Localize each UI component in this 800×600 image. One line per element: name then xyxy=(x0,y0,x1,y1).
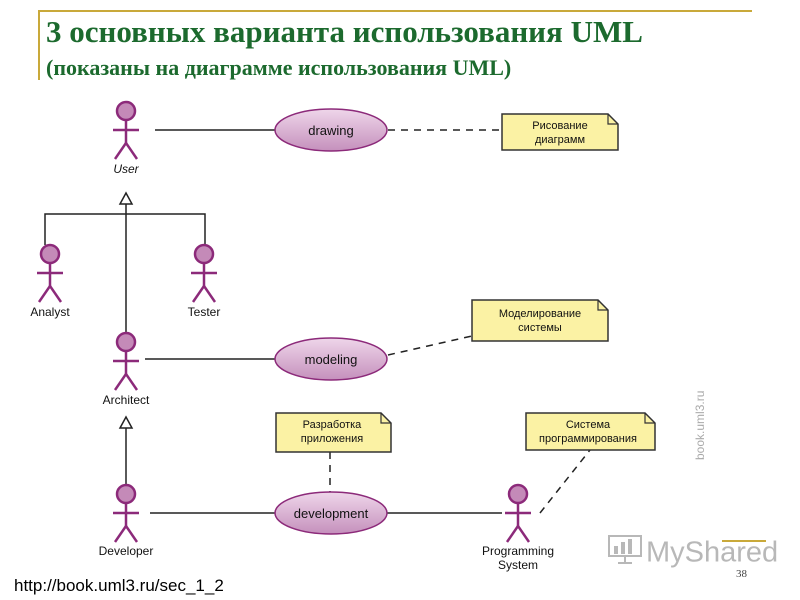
note-modeling-line1: Моделирование xyxy=(499,308,581,320)
actor-user: User xyxy=(111,100,141,176)
actor-analyst-label: Analyst xyxy=(30,305,70,319)
note-drawing: Рисование диаграмм xyxy=(501,113,619,151)
slide-title: 3 основных варианта использования UML (п… xyxy=(46,14,746,82)
actor-programming-system: Programming System xyxy=(482,483,554,572)
generalization-arrowhead-architect xyxy=(118,415,134,429)
note-link-system xyxy=(539,449,591,514)
actor-architect: Architect xyxy=(103,331,150,407)
frame-left-line xyxy=(38,10,40,80)
actor-architect-label: Architect xyxy=(103,393,150,407)
note-modeling-line2: системы xyxy=(518,322,562,334)
actor-user-label: User xyxy=(113,162,139,176)
use-case-drawing-label: drawing xyxy=(308,123,354,138)
generalization-analyst-tester-user xyxy=(44,213,206,245)
actor-programming-system-label-line2: System xyxy=(498,558,538,572)
note-system-line1: Система xyxy=(566,419,611,431)
note-modeling: Моделирование системы xyxy=(471,299,609,342)
note-development: Разработка приложения xyxy=(275,412,392,453)
note-link-modeling xyxy=(387,335,473,356)
use-case-modeling: modeling xyxy=(274,337,388,381)
note-drawing-line1: Рисование xyxy=(532,120,587,132)
note-system: Система программирования xyxy=(525,412,656,451)
watermark-logo-text: MyShared xyxy=(646,536,779,569)
title-main: 3 основных варианта использования UML xyxy=(46,14,643,49)
use-case-development-label: development xyxy=(294,506,369,521)
actor-analyst: Analyst xyxy=(30,243,70,319)
note-development-line2: приложения xyxy=(301,433,363,445)
source-url[interactable]: http://book.uml3.ru/sec_1_2 xyxy=(14,576,224,595)
actor-developer: Developer xyxy=(99,483,154,558)
generalization-arrowhead-user xyxy=(118,191,134,205)
frame-top-line xyxy=(38,10,752,12)
use-case-modeling-label: modeling xyxy=(305,352,358,367)
actor-tester: Tester xyxy=(188,243,221,319)
note-development-line1: Разработка xyxy=(303,419,363,431)
frame-bottom-right-line xyxy=(722,540,766,542)
actor-developer-label: Developer xyxy=(99,544,154,558)
note-drawing-line2: диаграмм xyxy=(535,134,585,146)
actor-tester-label: Tester xyxy=(188,305,221,319)
note-system-line2: программирования xyxy=(539,433,637,445)
use-case-development: development xyxy=(274,491,388,535)
watermark-site-text: book.uml3.ru xyxy=(693,390,707,460)
watermark-logo: MyShared xyxy=(608,535,778,575)
title-subtitle: (показаны на диаграмме использования UML… xyxy=(46,55,512,80)
actor-programming-system-label-line1: Programming xyxy=(482,544,554,558)
use-case-drawing: drawing xyxy=(274,108,388,152)
chart-icon xyxy=(608,535,642,573)
page-number: 38 xyxy=(736,568,747,580)
